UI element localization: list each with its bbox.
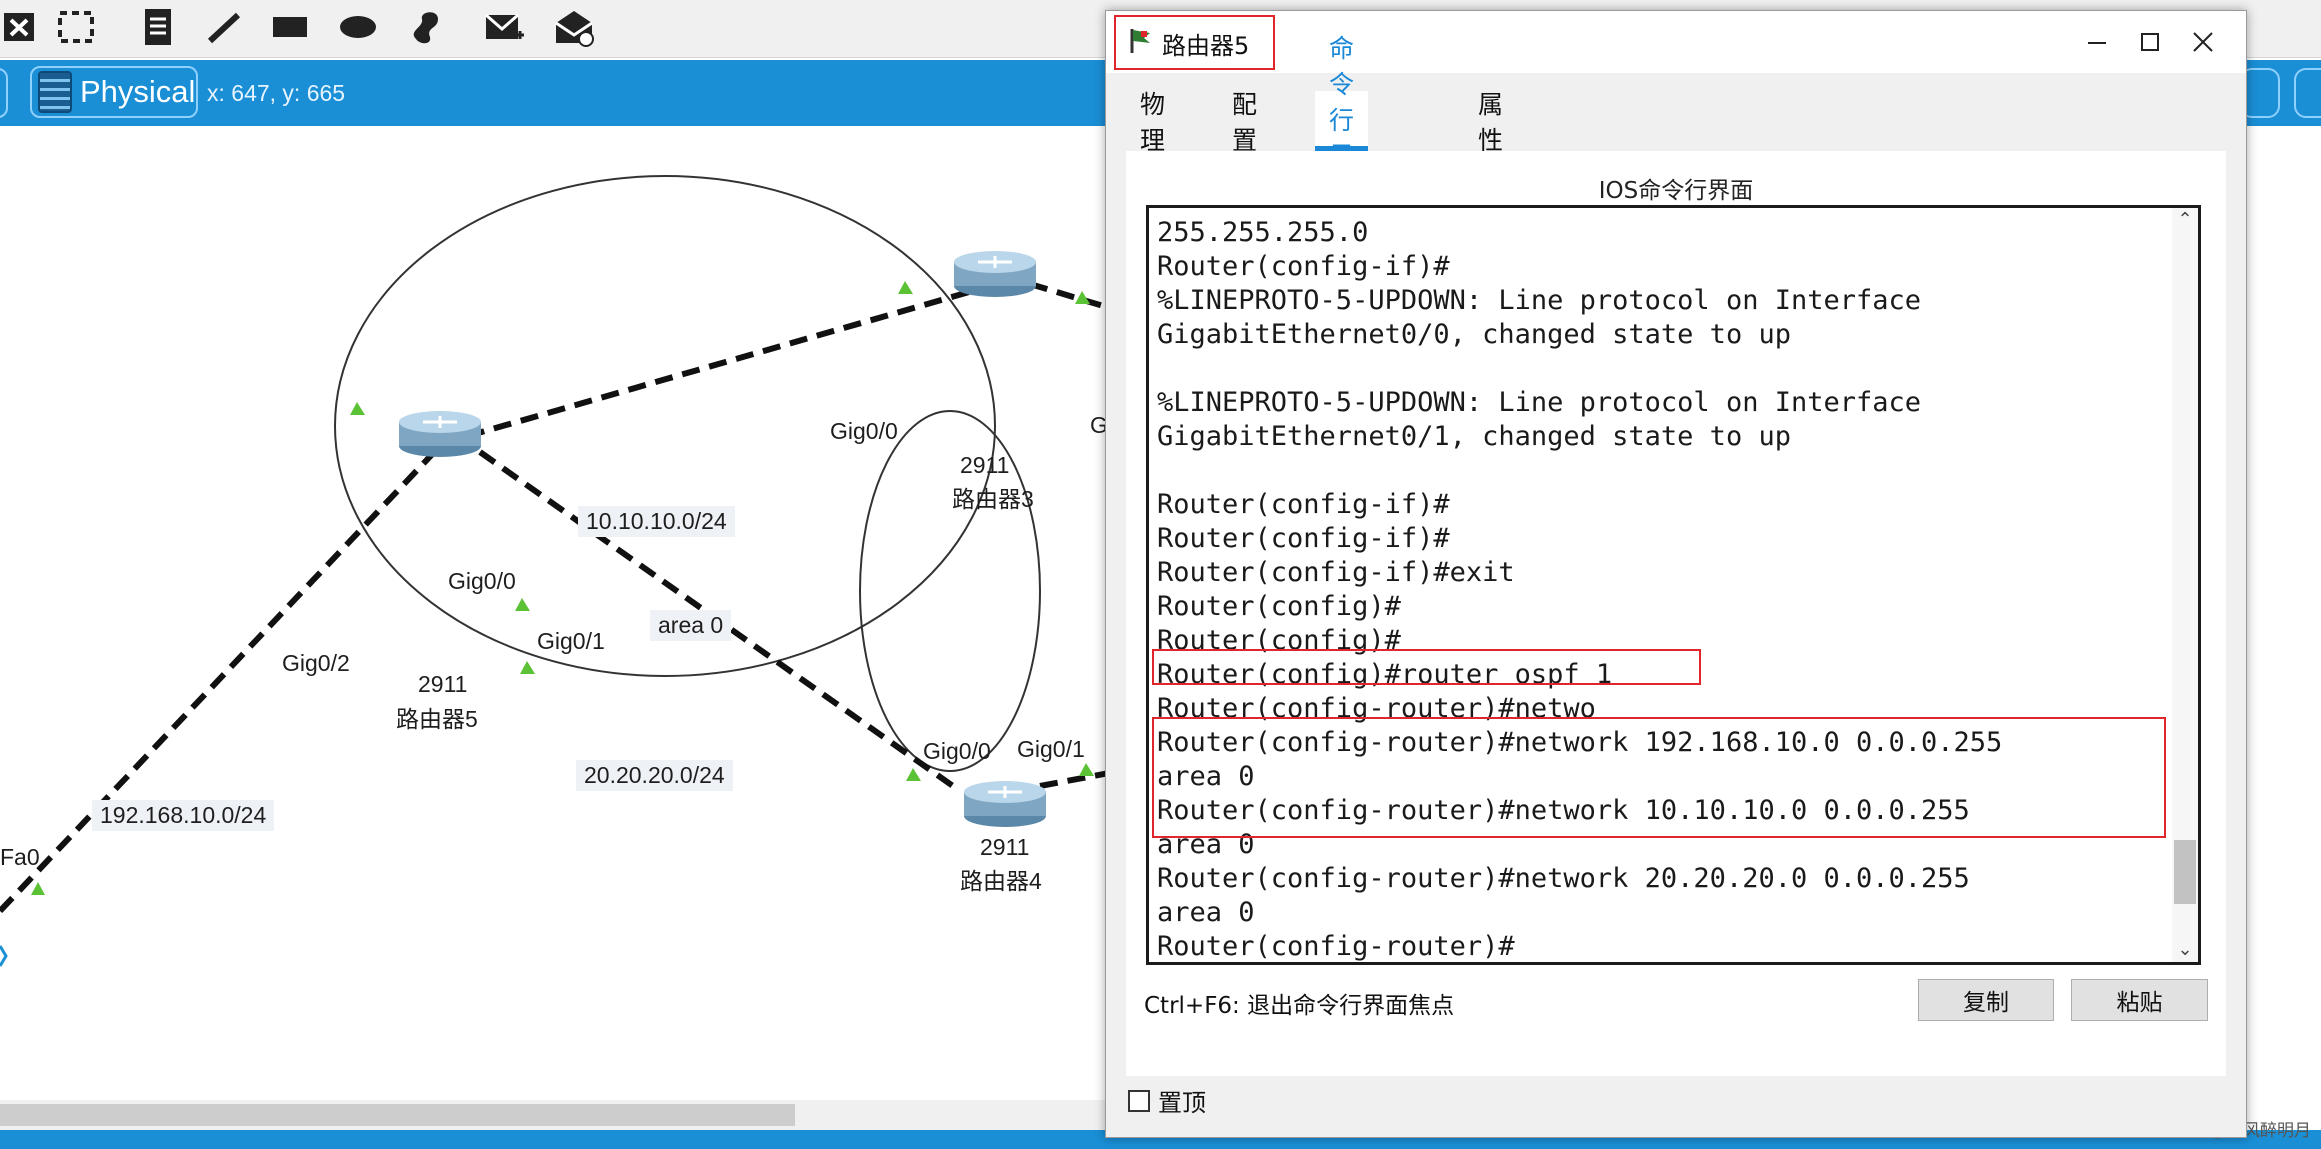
close-button[interactable] <box>2168 19 2238 65</box>
router4-model: 2911 <box>980 834 1030 860</box>
minimize-button[interactable] <box>2062 19 2132 65</box>
network-label: 192.168.10.0/24 <box>92 800 275 831</box>
port-label: Gig0/2 <box>282 650 350 676</box>
draw-line-icon[interactable] <box>198 4 250 50</box>
console-line: %LINEPROTO-5-UPDOWN: Line protocol on In… <box>1157 387 1922 418</box>
console-line: GigabitEthernet0/0, changed state to up <box>1157 319 1791 350</box>
pc-edge-icon <box>0 945 8 967</box>
port-label: Gig0/0 <box>830 418 898 444</box>
port-label: Gig0/1 <box>1017 736 1085 762</box>
console-line: Router(config-if)# <box>1157 523 1450 554</box>
area-outline <box>859 410 1041 772</box>
console-line: Router(config)# <box>1157 591 1401 622</box>
always-on-top-label: 置顶 <box>1158 1089 1206 1117</box>
router-app-icon <box>1130 29 1150 53</box>
complex-pdu-icon[interactable] <box>548 4 600 50</box>
port-label: Gig0/0 <box>923 738 991 764</box>
tab-cli[interactable]: 命令行界面 <box>1315 34 1369 207</box>
scroll-down-arrow-icon[interactable]: ⌄ <box>2177 939 2193 960</box>
port-label: Gig0/1 <box>537 628 605 654</box>
console-line: Router(config-if)#exit <box>1157 557 1515 588</box>
console-line: area 0 <box>1157 761 1255 792</box>
router-icon <box>399 411 481 457</box>
physical-mode-button[interactable]: Physical <box>30 66 198 118</box>
network-label: 10.10.10.0/24 <box>578 506 735 537</box>
router5-model: 2911 <box>418 671 468 697</box>
minimize-icon <box>2088 42 2106 44</box>
tab-physical[interactable]: 物理 <box>1140 90 1166 155</box>
checkbox-box[interactable] <box>1128 1089 1150 1112</box>
router-window: 路由器5 物理 配置 命令行界面 属性 IOS命令行界面 255.255.255… <box>1105 10 2247 1138</box>
console-line: Router(config-router)#network 20.20.20.0… <box>1157 863 1970 894</box>
console-line: 255.255.255.0 <box>1157 217 1369 248</box>
maximize-button[interactable] <box>2115 19 2185 65</box>
copy-button[interactable]: 复制 <box>1918 979 2054 1021</box>
console-line: %LINEPROTO-5-UPDOWN: Line protocol on In… <box>1157 285 1922 316</box>
close-icon <box>2193 32 2213 52</box>
paste-button[interactable]: 粘贴 <box>2071 979 2208 1021</box>
console-line: Router(config-router)#network 10.10.10.0… <box>1157 795 1970 826</box>
draw-rectangle-icon[interactable] <box>264 4 316 50</box>
note-icon[interactable] <box>132 4 184 50</box>
highlight-router-ospf <box>1152 649 1701 685</box>
tab-attributes[interactable]: 属性 <box>1478 90 1504 155</box>
console-line <box>1157 352 2002 386</box>
scrollbar-thumb[interactable] <box>2174 840 2196 904</box>
router5-name: 路由器5 <box>396 706 478 732</box>
console-line <box>1157 454 2002 488</box>
console-line: area 0 <box>1157 897 1255 928</box>
window-title: 路由器5 <box>1162 32 1250 60</box>
select-area-icon[interactable] <box>50 4 102 50</box>
port-label: Gig0/0 <box>448 568 516 594</box>
router3-model: 2911 <box>960 452 1010 478</box>
port-label: Fa0 <box>0 844 40 870</box>
panel-title: IOS命令行界面 <box>1598 178 1754 204</box>
rack-icon <box>38 71 72 113</box>
console-line: Router(config-if)# <box>1157 251 1450 282</box>
shortcut-hint: Ctrl+F6: 退出命令行界面焦点 <box>1144 993 1455 1019</box>
physical-mode-label: Physical <box>80 74 196 109</box>
console-line: Router(config-router)# <box>1157 931 1515 962</box>
area-outline <box>334 175 996 677</box>
console-line: Router(config-if)# <box>1157 489 1450 520</box>
scroll-up-arrow-icon[interactable]: ⌃ <box>2177 209 2193 230</box>
link-r5-r3 <box>439 283 991 447</box>
area-label: area 0 <box>650 610 732 641</box>
cursor-coordinates: x: 647, y: 665 <box>207 80 346 106</box>
window-titlebar[interactable]: 路由器5 <box>1106 11 2246 73</box>
link-r5-pc <box>0 443 443 914</box>
title-highlight-box <box>1114 15 1275 70</box>
maximize-icon <box>2141 33 2159 51</box>
topology-canvas[interactable]: 2911 路由器3 2911 路由器5 2911 路由器4 Gig0/0 G G… <box>0 126 1120 1101</box>
workspace-toggle-left[interactable] <box>0 68 8 118</box>
link-r3-right <box>1029 281 1120 314</box>
always-on-top-checkbox[interactable]: 置顶 <box>1128 1083 1206 1118</box>
freeform-icon[interactable] <box>400 4 452 50</box>
tab-config[interactable]: 配置 <box>1232 90 1258 155</box>
canvas-horizontal-scrollbar[interactable] <box>0 1100 1110 1130</box>
console-line: Router(config-router)#network 192.168.10… <box>1157 727 2003 758</box>
router3-name: 路由器3 <box>952 486 1034 512</box>
network-label: 20.20.20.0/24 <box>576 760 733 791</box>
highlight-network-commands <box>1152 717 2166 838</box>
draw-ellipse-icon[interactable] <box>332 4 384 50</box>
port-label: G <box>1090 412 1108 438</box>
topology-links <box>0 175 1120 967</box>
router4-name: 路由器4 <box>960 868 1042 894</box>
simple-pdu-icon[interactable] <box>478 4 530 50</box>
router-icon <box>954 251 1036 297</box>
scrollbar-thumb[interactable] <box>0 1104 795 1126</box>
delete-tool-icon[interactable] <box>0 4 46 50</box>
console-line: GigabitEthernet0/1, changed state to up <box>1157 421 1791 452</box>
realtime-button[interactable] <box>2294 68 2321 118</box>
console-scrollbar[interactable]: ⌃ ⌄ <box>2172 208 2198 962</box>
router-icon <box>964 781 1046 827</box>
